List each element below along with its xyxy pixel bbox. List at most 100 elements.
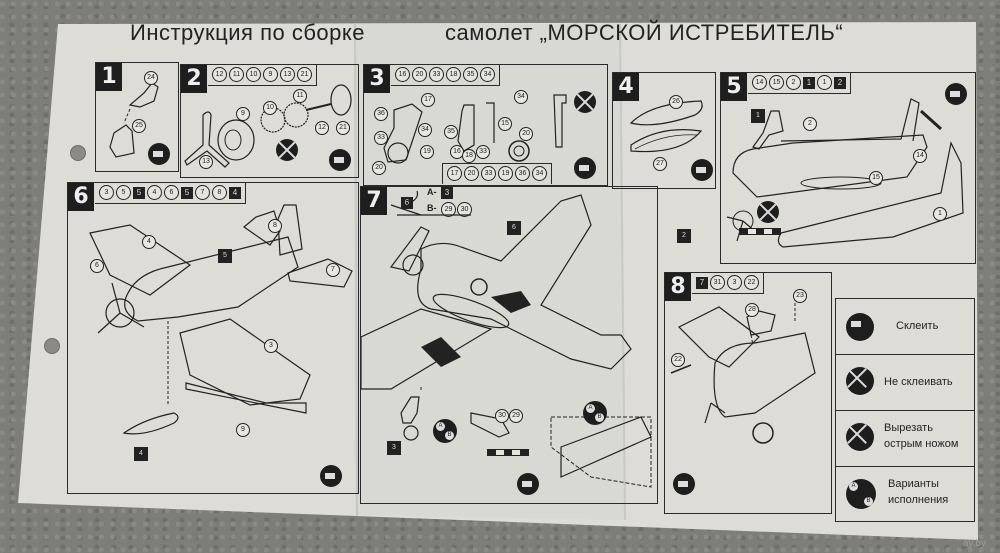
step-4-panel: 4 26 27 [612, 72, 716, 189]
part-label: 30 [495, 409, 509, 423]
part-number: 21 [297, 67, 312, 82]
legend-label: Не склеивать [884, 376, 953, 388]
part-label: 1 [933, 207, 947, 221]
part-number: 36 [515, 166, 530, 181]
part-number: 30 [457, 202, 472, 217]
part-number: 7 [195, 185, 210, 200]
part-label: 20 [519, 127, 533, 141]
glue-icon [945, 83, 967, 105]
part-number: 8 [212, 185, 227, 200]
part-number: 3 [99, 185, 114, 200]
part-number-dark: 3 [441, 187, 453, 199]
step-8-panel: 8 7 31 3 22 28 23 22 [664, 272, 832, 514]
no-glue-icon [276, 139, 298, 161]
variant-b-label: B- [427, 203, 437, 213]
part-number: 31 [710, 275, 725, 290]
part-number: 13 [280, 67, 295, 82]
parts-list: 12 11 10 9 13 21 [208, 65, 317, 86]
watermark: ay.by [962, 538, 986, 549]
variant-a-marker: A [436, 422, 445, 431]
step-2-panel: 2 12 11 10 9 13 21 9 10 11 12 21 13 [180, 64, 359, 178]
part-label-dark: 2 [677, 229, 691, 243]
part-label-dark: 1 [751, 109, 765, 123]
part-label: 29 [509, 409, 523, 423]
part-label-dark: 3 [387, 441, 401, 455]
part-number: 33 [481, 166, 496, 181]
no-glue-icon [757, 201, 779, 223]
part-label: 26 [669, 95, 683, 109]
drop-tank-drawing [629, 100, 703, 153]
part-label: 27 [653, 157, 667, 171]
part-label: 12 [315, 121, 329, 135]
glue-icon [846, 313, 874, 341]
legend-label: Склеить [896, 320, 939, 332]
legend-item: A B Варианты исполнения [836, 467, 974, 521]
part-number: 17 [447, 166, 462, 181]
variants-ab-icon: A B [846, 479, 876, 509]
part-number-dark: 5 [133, 186, 145, 199]
part-number: 4 [147, 185, 162, 200]
part-label: 10 [263, 101, 277, 115]
part-label: 7 [326, 263, 340, 277]
part-label: 34 [418, 123, 432, 137]
glue-icon [517, 473, 539, 495]
parts-list-bottom: 17 20 33 19 36 34 [442, 163, 552, 184]
variant-a-marker: A [849, 482, 858, 491]
glue-icon [574, 157, 596, 179]
legend-label-line1: Варианты [888, 478, 939, 490]
part-label: 28 [745, 303, 759, 317]
legend-label-line2: острым ножом [884, 438, 959, 450]
part-number: 20 [464, 166, 479, 181]
step-6-panel: 6 3 5 5 4 6 5 7 8 4 8 4 6 5 7 [67, 182, 359, 494]
part-number: 20 [412, 67, 427, 82]
parts-list: 14 15 2 1 1 2 [748, 73, 851, 94]
step-number: 4 [613, 73, 639, 101]
step-number: 7 [361, 187, 387, 215]
part-label: 14 [913, 149, 927, 163]
part-number: 15 [769, 75, 784, 90]
part-number: 11 [229, 67, 244, 82]
variant-a-marker: A [586, 404, 595, 413]
part-label: 21 [336, 121, 350, 135]
part-number: 10 [246, 67, 261, 82]
part-label: 4 [142, 235, 156, 249]
title-instructions: Инструкция по сборке [130, 20, 366, 45]
part-label: 2 [803, 117, 817, 131]
part-label: 36 [374, 107, 388, 121]
part-number: 35 [463, 67, 478, 82]
part-number-dark: 7 [696, 276, 708, 289]
variants-ab-icon: A B [433, 419, 457, 443]
part-label: 20 [372, 161, 386, 175]
part-number: 14 [752, 75, 767, 90]
part-label: 3 [264, 339, 278, 353]
step-3-panel: 3 16 20 33 18 35 34 17 36 33 34 19 20 35… [363, 64, 608, 186]
part-number-dark: 6 [401, 197, 413, 209]
part-label: 15 [869, 171, 883, 185]
part-number: 22 [744, 275, 759, 290]
step-number: 2 [181, 65, 207, 93]
aircraft-underside-drawing [361, 190, 652, 488]
part-number: 34 [480, 67, 495, 82]
step-number: 5 [721, 73, 747, 101]
glue-icon [673, 473, 695, 495]
step-number: 8 [665, 273, 691, 301]
part-number: 18 [446, 67, 461, 82]
parts-list: 7 31 3 22 [692, 273, 764, 294]
part-label: 9 [236, 107, 250, 121]
part-label-dark: 6 [507, 221, 521, 235]
part-number: 3 [727, 275, 742, 290]
part-number: 19 [498, 166, 513, 181]
legend-panel: Склеить Не склеивать Вырезать острым нож… [835, 298, 975, 522]
part-label: 13 [199, 155, 213, 169]
fuselage-drawing [726, 98, 964, 248]
glue-icon [329, 149, 351, 171]
legend-label-line1: Вырезать [884, 422, 933, 434]
part-label: 15 [498, 117, 512, 131]
cut-marker [739, 228, 781, 235]
step-number: 3 [364, 65, 390, 93]
no-glue-icon [574, 91, 596, 113]
part-label: 34 [514, 90, 528, 104]
parts-list: 3 5 5 4 6 5 7 8 4 [95, 183, 246, 204]
variant-a-label: A- [427, 187, 437, 197]
part-label: 33 [476, 145, 490, 159]
